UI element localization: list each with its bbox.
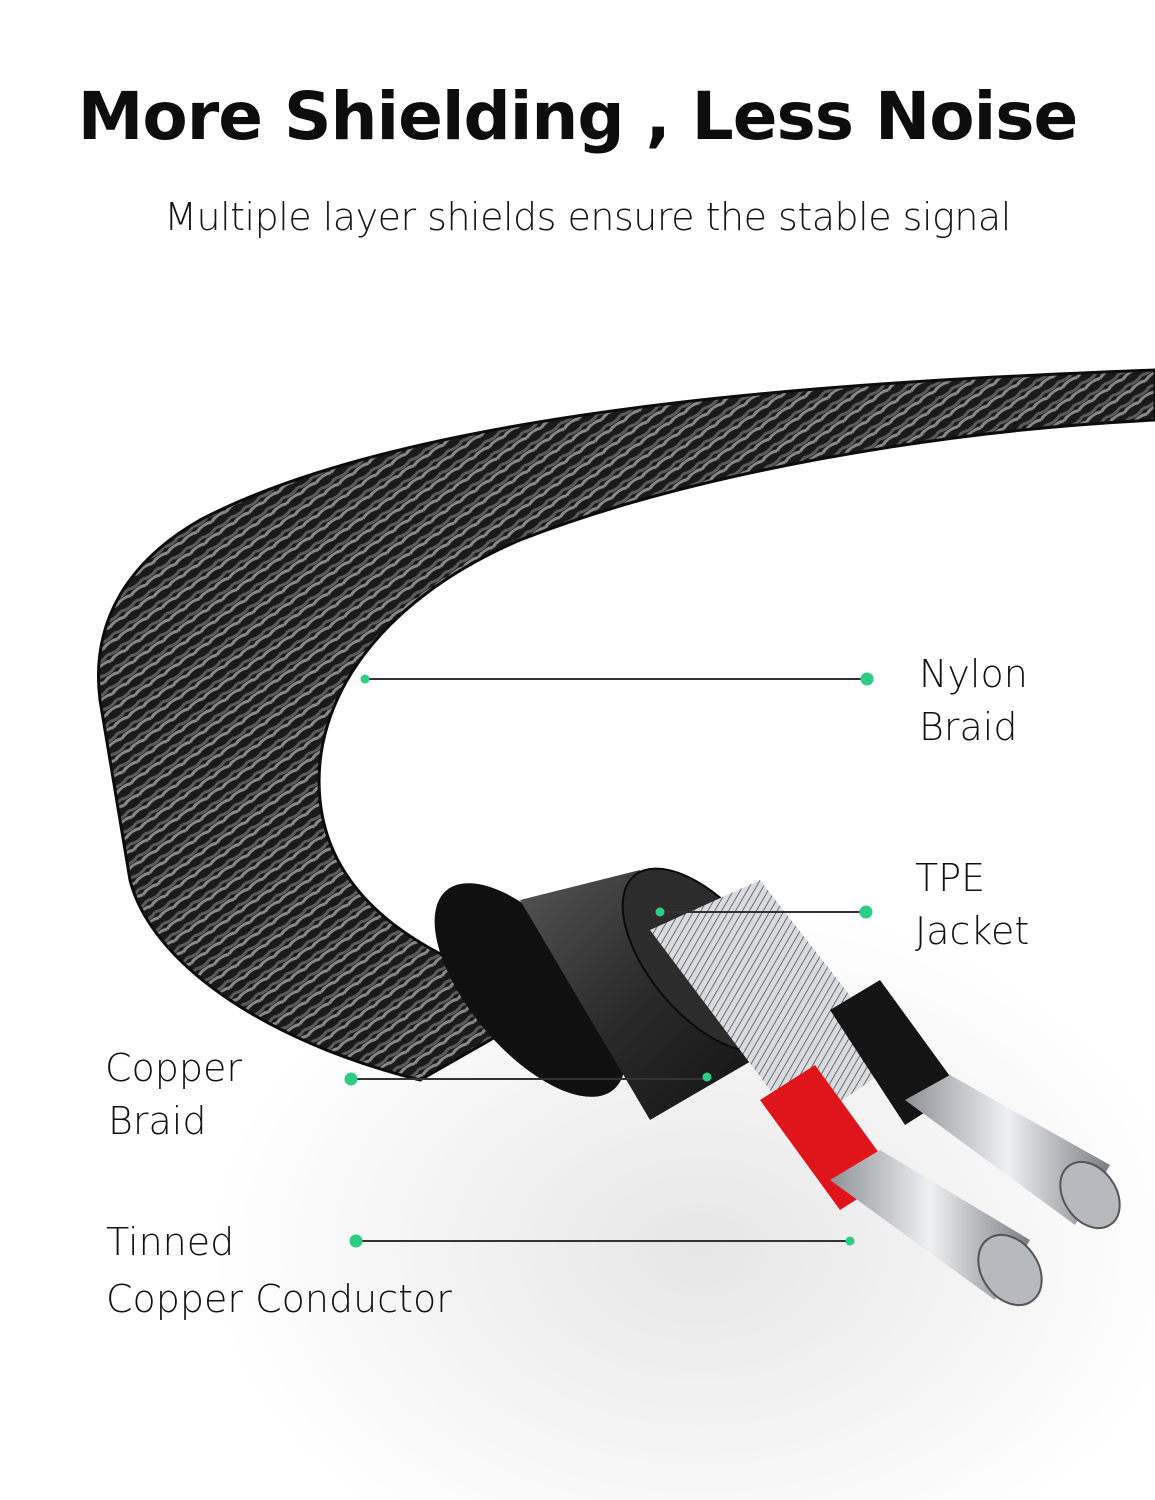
nylon-braid-leader-line xyxy=(365,678,867,680)
tpe-jacket-leader-line xyxy=(660,911,866,913)
callout-line2: Braid xyxy=(919,705,1018,749)
copper-braid-dot xyxy=(344,1072,358,1086)
callout-tinned-copper-conductor: Tinned Copper Conductor xyxy=(106,1214,452,1328)
tinned-copper-leader-line xyxy=(356,1240,850,1242)
callout-line1: Tinned xyxy=(106,1220,235,1264)
nylon-braid-anchor-dot xyxy=(360,674,370,684)
tinned-copper-dot xyxy=(349,1234,363,1248)
tpe-jacket-anchor-dot xyxy=(655,907,665,917)
callout-line1: TPE xyxy=(915,856,986,900)
callout-line2: Copper Conductor xyxy=(106,1277,452,1321)
tinned-copper-anchor-dot xyxy=(845,1236,855,1246)
page-subtitle: Multiple layer shields ensure the stable… xyxy=(164,195,1011,239)
callout-line2: Jacket xyxy=(915,909,1030,953)
copper-braid-anchor-dot xyxy=(702,1072,712,1082)
nylon-braid-dot xyxy=(860,672,874,686)
callout-line1: Copper xyxy=(105,1046,243,1090)
callout-line2: Braid xyxy=(108,1099,207,1143)
callout-copper-braid: Copper Braid xyxy=(105,1042,242,1148)
callout-nylon-braid: Nylon Braid xyxy=(919,648,1028,754)
page-title: More Shielding , Less Noise xyxy=(77,78,1079,155)
callout-line1: Nylon xyxy=(919,652,1028,696)
copper-braid-leader-line xyxy=(351,1078,707,1080)
callout-tpe-jacket: TPE Jacket xyxy=(915,852,1029,958)
tpe-jacket-dot xyxy=(859,905,873,919)
